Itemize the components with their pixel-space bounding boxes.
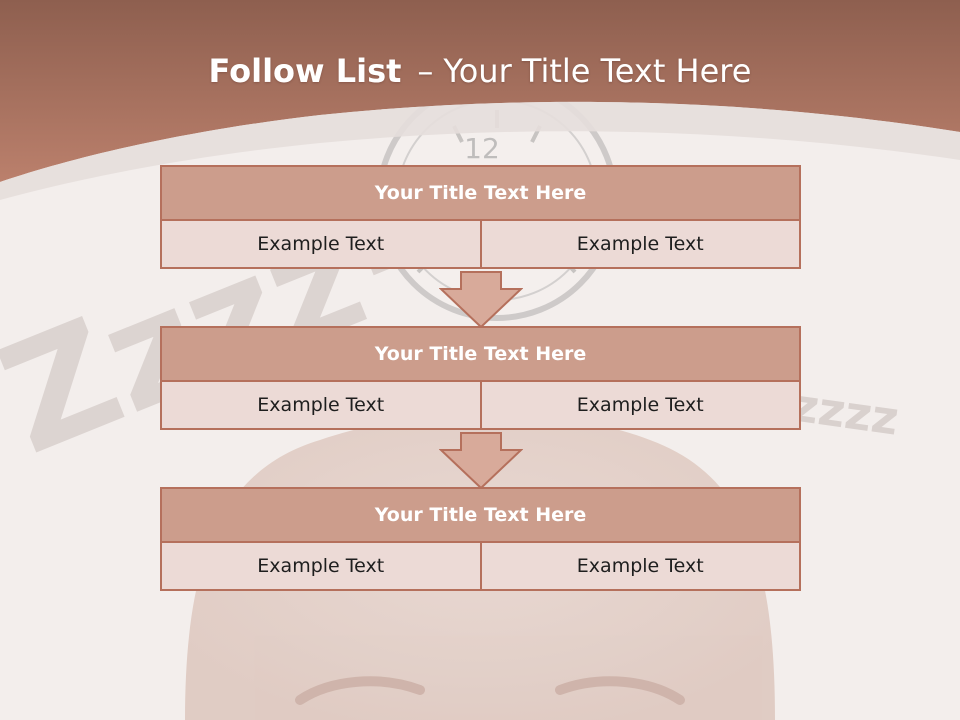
step-cell-left: Example Text xyxy=(160,219,482,269)
step-cell-left: Example Text xyxy=(160,380,482,430)
step-cell-right: Example Text xyxy=(479,541,801,591)
step-cell-right: Example Text xyxy=(479,219,801,269)
title-rest: Your Title Text Here xyxy=(443,52,752,90)
step-row: Example Text Example Text xyxy=(160,380,801,430)
step-row: Example Text Example Text xyxy=(160,219,801,269)
page-title: Follow List–Your Title Text Here xyxy=(0,52,960,90)
step-block-1: Your Title Text Here Example Text Exampl… xyxy=(160,165,801,269)
step-row: Example Text Example Text xyxy=(160,541,801,591)
step-title: Your Title Text Here xyxy=(160,165,801,221)
title-bold: Follow List xyxy=(208,52,402,90)
header-swoosh xyxy=(0,101,960,200)
step-cell-right: Example Text xyxy=(479,380,801,430)
watermark-zzz-right: zzzz xyxy=(788,377,902,445)
step-block-3: Your Title Text Here Example Text Exampl… xyxy=(160,487,801,591)
step-title: Your Title Text Here xyxy=(160,326,801,382)
step-title: Your Title Text Here xyxy=(160,487,801,543)
down-arrow-icon xyxy=(439,432,523,490)
title-dash: – xyxy=(417,52,434,90)
step-cell-left: Example Text xyxy=(160,541,482,591)
header-band xyxy=(0,0,960,182)
down-arrow-icon xyxy=(439,271,523,329)
clock-number: 12 xyxy=(464,132,500,165)
step-block-2: Your Title Text Here Example Text Exampl… xyxy=(160,326,801,430)
